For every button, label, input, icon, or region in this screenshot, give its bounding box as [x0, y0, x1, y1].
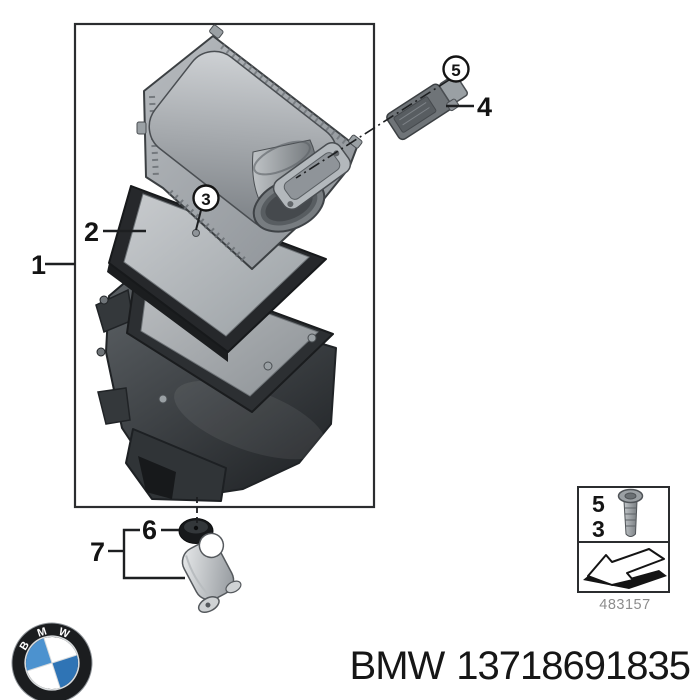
part-number-line: BMW 13718691835	[349, 644, 691, 689]
legend-code: 483157	[599, 597, 650, 613]
callout-label-6: 6	[142, 515, 157, 545]
legend-box: 5 3 483157	[577, 486, 670, 613]
maf-sensor-drawing	[386, 74, 469, 141]
support-bracket-drawing	[181, 532, 242, 614]
part-number-text: 13718691835	[456, 644, 691, 688]
callout-circle-3	[192, 184, 220, 212]
callout-label-3: 3	[201, 190, 210, 209]
bmw-logo-letter-m: M	[36, 625, 48, 639]
legend-row-5: 5	[592, 491, 605, 517]
direction-arrow-icon	[583, 548, 667, 589]
brand-text: BMW	[349, 644, 446, 688]
filter-element-drawing	[107, 185, 327, 362]
bmw-logo: B M W	[11, 622, 93, 700]
callout-label-2: 2	[84, 217, 99, 247]
bmw-logo-letter-w: W	[57, 626, 72, 641]
air-cleaner-cover-drawing	[136, 24, 363, 270]
callout-label-7: 7	[90, 537, 105, 567]
cover-screw	[192, 229, 200, 237]
torx-screw-icon	[617, 488, 644, 537]
callout-label-5: 5	[451, 61, 460, 80]
legend-row-3: 3	[592, 516, 605, 542]
callout-lines	[45, 79, 474, 580]
callout-label-1: 1	[31, 250, 46, 280]
diagram-frame	[73, 22, 376, 509]
callout-circle-5	[442, 55, 470, 83]
callout-label-4: 4	[477, 92, 492, 122]
